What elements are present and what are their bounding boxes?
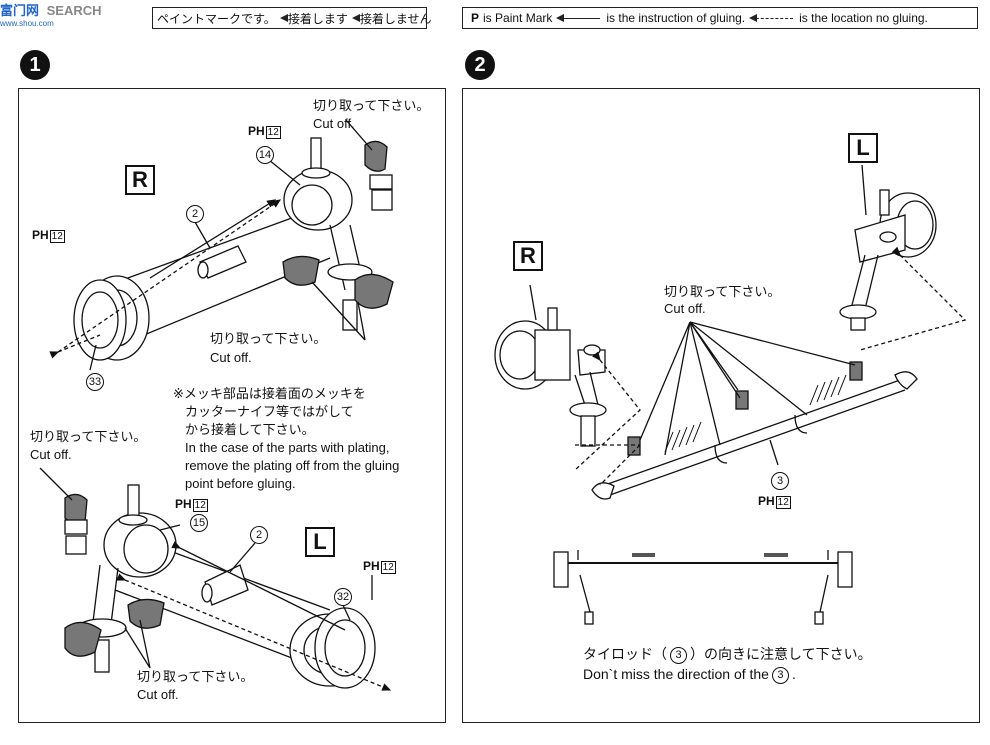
part-number-2: 2 — [250, 526, 268, 544]
legend-jp-no-glue: 接着しません — [359, 11, 432, 26]
tie-rod-note-en-a: Don`t miss the direction of the — [583, 666, 769, 682]
part-number-3: 3 — [771, 472, 789, 490]
plating-note-jp-2: カッターナイフ等ではがして — [185, 404, 354, 419]
side-r-badge: R — [513, 241, 543, 271]
paint-code: 12 — [380, 561, 396, 574]
step-1-panel — [18, 88, 446, 723]
watermark-brand: 富门网 — [0, 3, 40, 18]
part-number-3: 3 — [670, 646, 687, 664]
plating-note-en-2: remove the plating off from the gluing — [185, 458, 400, 473]
cut-off-label-en: Cut off. — [313, 116, 355, 131]
side-l-badge: L — [305, 527, 335, 557]
legend-jp-glue: 接着します — [287, 11, 348, 26]
part-number-3: 3 — [771, 666, 789, 684]
paint-letters: PH — [248, 124, 265, 138]
cut-off-label-jp: 切り取って下さい。 — [664, 284, 781, 299]
cut-off-label-en: Cut off. — [30, 447, 72, 462]
cut-off-label-jp: 切り取って下さい。 — [30, 429, 147, 444]
cut-off-label-jp: 切り取って下さい。 — [137, 669, 254, 684]
legend-en-paint-symbol: P — [471, 11, 480, 25]
legend-english: P is Paint Mark is the instruction of gl… — [462, 7, 978, 29]
tie-rod-note-jp: タイロッド（3）の向きに注意して下さい。 — [583, 646, 872, 664]
cut-off-label-en: Cut off. — [210, 350, 252, 365]
plating-note-en-1: In the case of the parts with plating, — [185, 440, 390, 455]
glue-arrow-icon — [556, 13, 601, 22]
part-number-32: 32 — [334, 588, 352, 606]
cut-off-label-jp: 切り取って下さい。 — [313, 98, 430, 113]
legend-en-paint-text: is Paint Mark — [483, 11, 553, 25]
tie-rod-note-jp-a: タイロッド（ — [583, 646, 667, 662]
tie-rod-note-en-b: . — [791, 666, 796, 682]
paint-code: 12 — [49, 230, 65, 243]
legend-en-no-glue: is the location no gluing. — [799, 11, 928, 25]
paint-code: 12 — [775, 496, 791, 509]
cut-off-label-en: Cut off. — [664, 301, 706, 316]
paint-letters: PH — [363, 559, 380, 573]
legend-japanese: ペイントマークです。 接着します 接着しません — [152, 7, 431, 29]
legend-jp-paint-text: ペイントマークです。 — [157, 11, 276, 26]
plating-note-jp-3: から接着して下さい。 — [185, 422, 315, 437]
paint-code: 12 — [265, 126, 281, 139]
step-2-panel — [462, 88, 980, 723]
part-number-14: 14 — [256, 146, 274, 164]
watermark-logo: 富门网 SEARCH www.shou.com — [0, 0, 102, 28]
tie-rod-note-jp-b: ）の向きに注意して下さい。 — [690, 646, 872, 662]
step-1-number: 1 — [20, 50, 50, 80]
paint-letters: PH — [758, 494, 775, 508]
part-number-33: 33 — [86, 373, 104, 391]
paint-code: 12 — [192, 499, 208, 512]
legend-en-glue: is the instruction of gluing. — [606, 11, 746, 25]
paint-letters: PH — [175, 497, 192, 511]
side-r-badge: R — [125, 165, 155, 195]
cut-off-label-en: Cut off. — [137, 687, 179, 702]
no-glue-arrow-icon — [749, 13, 794, 22]
step-2-number: 2 — [465, 50, 495, 80]
part-number-15: 15 — [190, 514, 208, 532]
watermark-url: www.shou.com — [0, 19, 54, 28]
plating-note-jp-1: ※メッキ部品は接着面のメッキを — [173, 386, 366, 401]
side-l-badge: L — [848, 133, 878, 163]
watermark-search: SEARCH — [46, 3, 102, 18]
part-number-2: 2 — [186, 205, 204, 223]
plating-note-en-3: point before gluing. — [185, 476, 296, 491]
cut-off-label-jp: 切り取って下さい。 — [210, 331, 327, 346]
paint-letters: PH — [32, 228, 49, 242]
